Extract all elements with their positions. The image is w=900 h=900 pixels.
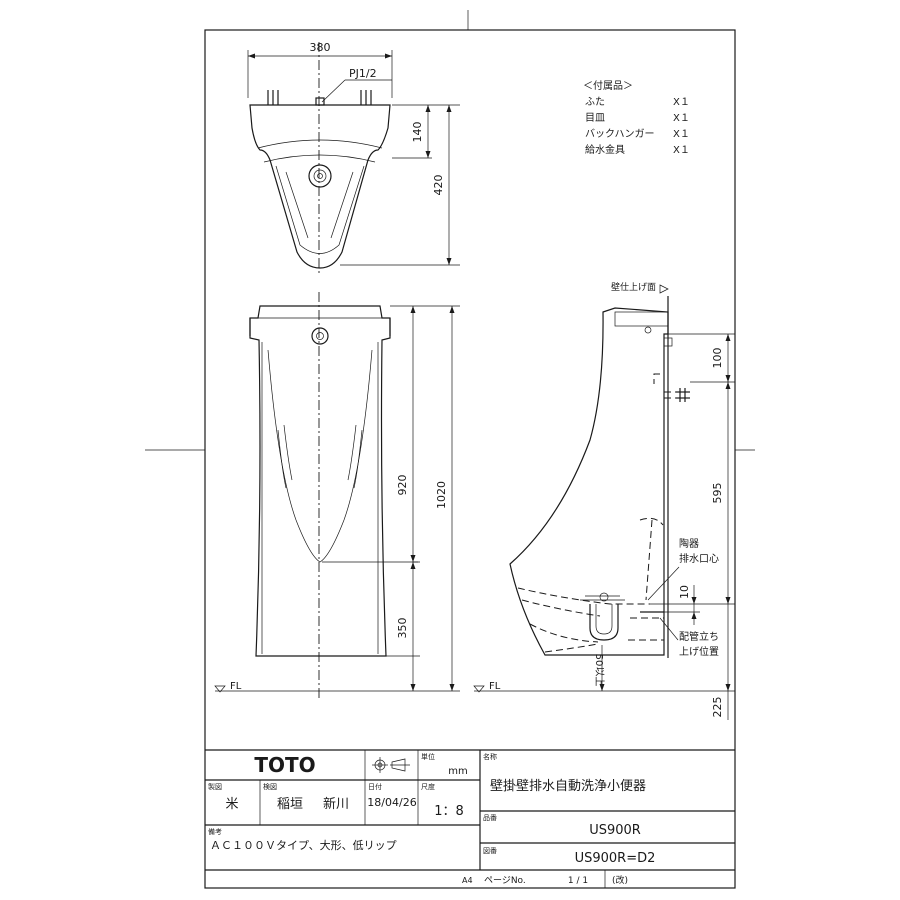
- paper-size: A4: [462, 876, 473, 885]
- product-name: 壁掛壁排水自動洗浄小便器: [490, 779, 646, 794]
- fl-label-right: FL: [489, 681, 501, 692]
- drawing-number: US900R=D2: [575, 851, 656, 866]
- accessory-name: ふた: [585, 96, 605, 108]
- side-view-outline: [509, 307, 669, 656]
- fl-label-left: FL: [230, 681, 242, 692]
- front-view: FL 920 1020 350: [214, 292, 460, 700]
- dim-350: 350: [396, 618, 409, 639]
- scale-value: 1：8: [434, 804, 464, 819]
- accessories-list: ＜付属品＞ ふた X１ 目皿 X１ バックハンガー X１ 給水金具 X１: [583, 79, 690, 156]
- front-view-outline: [249, 305, 391, 657]
- top-drain-outlet: [308, 164, 332, 188]
- piping-label-2: 上げ位置: [679, 645, 719, 658]
- date-value: 18/04/26: [367, 796, 416, 809]
- drafter-label: 製図: [208, 782, 222, 791]
- checker-value-2: 新川: [323, 796, 349, 812]
- dim-920: 920: [396, 475, 409, 496]
- top-connection-studs: [267, 90, 372, 106]
- accessory-name: 給水金具: [585, 143, 625, 156]
- drafter-value: 米: [225, 797, 238, 812]
- dim-100: 100: [711, 348, 724, 369]
- accessories-title: ＜付属品＞: [583, 79, 633, 92]
- accessory-qty: X１: [673, 129, 690, 140]
- brand-logo: TOTO: [254, 753, 315, 777]
- dim-10: 10: [678, 585, 691, 599]
- name-label: 名称: [483, 752, 497, 761]
- third-angle-projection-icon: [372, 757, 410, 773]
- side-view: 壁仕上げ面 FL 陶器 排水口心: [473, 281, 735, 720]
- dim-380: 380: [310, 41, 331, 54]
- product-code: US900R: [589, 823, 641, 838]
- page-label: ページNo.: [484, 876, 526, 886]
- accessory-name: バックハンガー: [585, 128, 655, 140]
- drawing-label: 図番: [483, 847, 497, 855]
- dim-140: 140: [411, 122, 424, 143]
- dim-pj: PJ1/2: [349, 67, 377, 80]
- sheet-frame: [204, 29, 736, 889]
- checker-value-1: 稲垣: [277, 797, 303, 812]
- unit-value: mm: [448, 766, 467, 777]
- side-trap: [589, 604, 619, 641]
- dim-595: 595: [711, 483, 724, 504]
- wall-finish-label: 壁仕上げ面: [611, 281, 656, 293]
- date-label: 日付: [368, 782, 382, 791]
- product-label: 品番: [483, 814, 497, 822]
- page-value: 1 / 1: [568, 876, 588, 886]
- ceramic-outlet-label-1: 陶器: [679, 537, 699, 550]
- accessory-qty: X１: [673, 97, 690, 108]
- remarks-value: ＡＣ１００Ｖタイプ、大形、低リップ: [210, 838, 397, 852]
- checker-label: 検図: [263, 782, 277, 791]
- accessory-qty: X１: [673, 145, 690, 156]
- front-sensor: [311, 327, 329, 345]
- accessory-qty: X１: [673, 113, 690, 124]
- dim-1020: 1020: [435, 481, 448, 509]
- top-view-outline: [249, 104, 391, 269]
- title-block: TOTO 単位 mm 名称 壁掛壁排水自動洗浄小便器 製図 米 検図 稲垣 新川…: [205, 749, 735, 888]
- revision-label: (改): [612, 874, 628, 886]
- unit-label: 単位: [421, 752, 435, 761]
- dim-420: 420: [432, 175, 445, 196]
- accessory-name: 目皿: [585, 113, 605, 124]
- dim-225: 225: [711, 697, 724, 718]
- remarks-label: 備考: [208, 827, 222, 836]
- scale-label: 尺度: [421, 782, 435, 791]
- dim-50: 50以上: [593, 654, 605, 687]
- top-view: 380 PJ1/2 140 420: [247, 41, 460, 275]
- piping-label-1: 配管立ち: [679, 630, 719, 643]
- ceramic-outlet-label-2: 排水口心: [679, 552, 719, 565]
